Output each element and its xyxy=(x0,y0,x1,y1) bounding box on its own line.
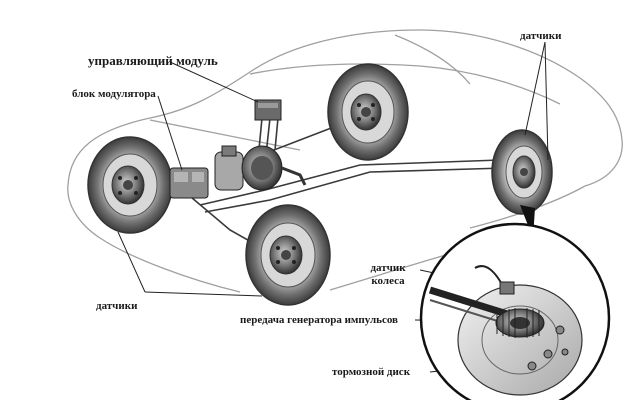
wheel-rear-right xyxy=(327,63,409,161)
label-modulator-block: блок модулятора xyxy=(72,88,156,100)
wheel-front-left xyxy=(245,204,331,306)
label-brake-disc: тормозной диск xyxy=(332,366,411,378)
label-wheel-sensor: датчик колеса xyxy=(356,262,420,288)
modulator-assembly xyxy=(169,145,307,199)
label-sensors-bottom: датчики xyxy=(96,300,138,312)
label-control-module: управляющий модуль xyxy=(88,53,218,68)
control-module-unit xyxy=(254,99,282,121)
label-sensors-top: датчики xyxy=(520,30,562,42)
wheel-front-right xyxy=(491,129,553,215)
label-pulse-generator: передача генератора импульсов xyxy=(240,314,398,326)
car-body-outline xyxy=(67,29,623,293)
wheel-rear-left xyxy=(87,136,173,234)
label-wheel-sensor-line1: датчик xyxy=(370,262,406,274)
label-wheel-sensor-line2: колеса xyxy=(371,275,405,287)
inset-detail xyxy=(419,222,611,400)
